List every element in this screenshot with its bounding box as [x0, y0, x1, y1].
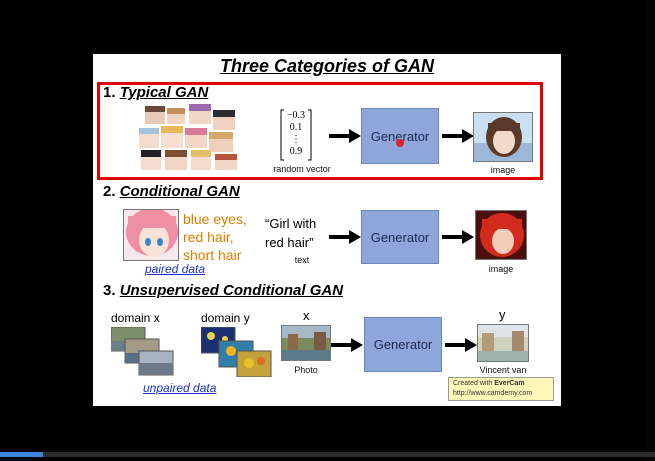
- vector-value: 0.9: [289, 146, 303, 157]
- arrow-right-icon: [442, 129, 474, 143]
- vector-value: −0.3: [286, 110, 306, 121]
- section-conditional-heading: 2. Conditional GAN: [103, 183, 240, 200]
- input-variable: x: [303, 308, 310, 323]
- evercam-watermark: Created with EverCam http://www.camdemy.…: [448, 377, 554, 401]
- input-photo: [281, 325, 331, 361]
- section-title: Unsupervised Conditional GAN: [119, 282, 344, 299]
- vector-value: ⋮: [291, 134, 301, 145]
- section-title: Conditional GAN: [119, 183, 240, 200]
- section-title: Typical GAN: [119, 84, 209, 101]
- arrow-right-icon: [331, 338, 363, 352]
- output-variable: y: [499, 307, 506, 322]
- vector-value: 0.1: [289, 122, 303, 133]
- section-number: 3.: [103, 282, 116, 299]
- vangogh-caption: Vincent van: [479, 365, 527, 375]
- text-caption: text: [294, 255, 310, 265]
- watermark-url: http://www.camdemy.com: [453, 390, 533, 397]
- output-caption: image: [490, 165, 516, 175]
- domain-y-paintings: [201, 327, 272, 377]
- generator-box: Generator: [361, 210, 439, 264]
- attribute-text: blue eyes,: [183, 211, 247, 227]
- generated-anime-image: [473, 112, 533, 162]
- section-number: 2.: [103, 183, 116, 200]
- photo-caption: Photo: [294, 365, 318, 375]
- watermark-prefix: Created with: [453, 380, 495, 387]
- section-unsupervised-heading: 3. Unsupervised Conditional GAN: [103, 282, 343, 299]
- paired-data-link[interactable]: paired data: [145, 262, 206, 276]
- section-number: 1.: [103, 84, 116, 101]
- domain-x-photos: [111, 327, 174, 376]
- attribute-text: red hair,: [183, 229, 234, 245]
- slide: Three Categories of GAN 1. Typical GAN: [93, 54, 561, 406]
- section-typical-heading: 1. Typical GAN: [103, 84, 208, 101]
- text-condition: “Girl with red hair”: [265, 214, 316, 252]
- video-progress-fill: [0, 452, 43, 457]
- cursor-pointer-icon: [396, 139, 404, 147]
- generator-box: Generator: [364, 317, 442, 372]
- domain-y-label: domain y: [201, 311, 250, 325]
- bracket-icon: [280, 109, 312, 161]
- arrow-right-icon: [329, 129, 361, 143]
- attribute-list: blue eyes, red hair, short hair: [183, 210, 247, 264]
- generator-box: Generator: [361, 108, 439, 164]
- vangogh-style-output: [477, 324, 529, 362]
- highlight-box: [97, 82, 543, 180]
- random-vector-caption: random vector: [273, 164, 331, 174]
- arrow-right-icon: [445, 338, 477, 352]
- video-progress-bar[interactable]: [0, 452, 655, 457]
- arrow-right-icon: [329, 230, 361, 244]
- unpaired-data-link[interactable]: unpaired data: [143, 381, 217, 395]
- output-caption: image: [488, 264, 514, 274]
- attribute-text: short hair: [183, 247, 242, 263]
- text-condition-line: red hair”: [265, 235, 314, 250]
- text-condition-line: “Girl with: [265, 216, 317, 231]
- red-hair-anime-image: [123, 209, 179, 261]
- slide-title: Three Categories of GAN: [219, 56, 435, 76]
- domain-x-label: domain x: [111, 311, 160, 325]
- watermark-brand: EverCam: [494, 380, 525, 387]
- random-vector: −0.3 0.1 ⋮ 0.9: [279, 108, 313, 162]
- window-edge: [645, 0, 655, 461]
- anime-faces-collage: [137, 104, 241, 172]
- generated-red-hair-image: [475, 210, 527, 260]
- arrow-right-icon: [442, 230, 474, 244]
